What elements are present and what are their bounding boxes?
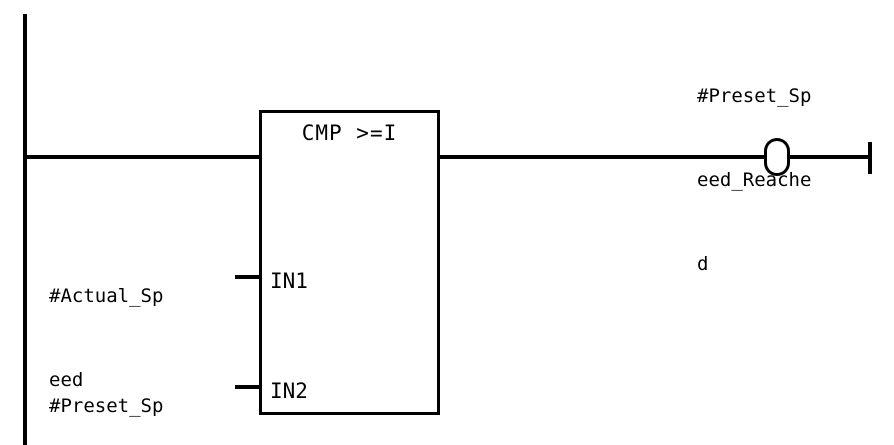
coil-label-line-2: eed_Reache bbox=[697, 169, 812, 191]
left-power-rail bbox=[23, 14, 27, 445]
right-rail-terminator bbox=[868, 142, 872, 174]
rung-wire-coil-to-terminator bbox=[789, 155, 871, 159]
compare-block-pin-in1: IN1 bbox=[270, 269, 308, 293]
coil-paren-left-icon bbox=[764, 138, 777, 176]
compare-block-title: CMP >=I bbox=[301, 121, 398, 145]
in2-connector-stub bbox=[235, 385, 261, 389]
rung-wire-block-to-coil bbox=[438, 155, 765, 159]
operand-label-in1-line-2: eed bbox=[49, 369, 84, 391]
operand-label-in1[interactable]: #Actual_Sp eed bbox=[49, 226, 163, 445]
compare-block[interactable]: CMP >=I IN1 IN2 bbox=[259, 110, 440, 415]
coil-label[interactable]: #Preset_Sp eed_Reache d bbox=[697, 26, 811, 334]
coil-label-line-1: #Preset_Sp bbox=[697, 85, 812, 107]
operand-label-in2[interactable]: #Preset_Sp eed bbox=[49, 336, 163, 445]
in1-connector-stub bbox=[235, 275, 261, 279]
rung-wire-rail-to-block bbox=[23, 155, 261, 159]
operand-label-in2-line-1: #Preset_Sp bbox=[49, 395, 164, 417]
output-coil[interactable] bbox=[764, 138, 790, 176]
operand-label-in1-line-1: #Actual_Sp bbox=[49, 285, 164, 307]
coil-label-line-3: d bbox=[697, 253, 709, 275]
compare-block-pin-in2: IN2 bbox=[270, 379, 308, 403]
